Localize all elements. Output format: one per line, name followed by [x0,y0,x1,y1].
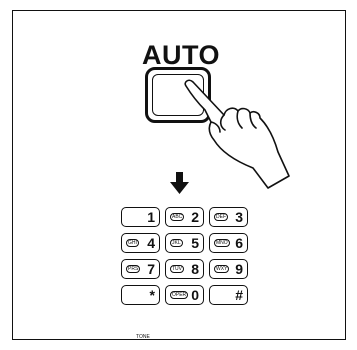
key-letters: MNO [214,239,230,247]
key-digit: 9 [235,261,243,277]
key-digit: 4 [147,235,155,251]
pointing-hand-icon [184,79,290,189]
key-digit: 0 [191,287,199,303]
key-digit: 1 [147,209,155,225]
key-letters: JKL [170,239,183,247]
keypad-key-6[interactable]: MNO 6 [209,233,248,253]
key-letters: TUV [170,265,184,273]
key-letters: WXY [214,265,230,273]
key-letters: GHI [126,239,139,247]
auto-label: AUTO [142,40,221,70]
key-digit: 5 [191,235,199,251]
key-digit: 8 [191,261,199,277]
keypad-key-1[interactable]: 1 [121,207,160,227]
keypad-key-star[interactable]: * [121,285,160,305]
keypad-key-8[interactable]: TUV 8 [165,259,204,279]
key-digit: 2 [191,209,199,225]
keypad-key-3[interactable]: DEF 3 [209,207,248,227]
keypad-key-pound[interactable]: # [209,285,248,305]
keypad-key-2[interactable]: ABC 2 [165,207,204,227]
key-letters: DEF [214,213,228,221]
keypad-key-7[interactable]: PRS 7 [121,259,160,279]
key-digit: 7 [147,261,155,277]
key-letters: OPER [170,291,189,299]
down-arrow-icon [170,172,189,194]
key-digit: # [235,287,243,303]
key-digit: * [149,287,155,303]
key-digit: 3 [235,209,243,225]
key-digit: 6 [235,235,243,251]
keypad-key-9[interactable]: WXY 9 [209,259,248,279]
keypad-key-5[interactable]: JKL 5 [165,233,204,253]
tone-sublabel: TONE [136,334,150,340]
key-letters: PRS [126,265,141,273]
key-letters: ABC [170,213,185,221]
keypad-key-4[interactable]: GHI 4 [121,233,160,253]
